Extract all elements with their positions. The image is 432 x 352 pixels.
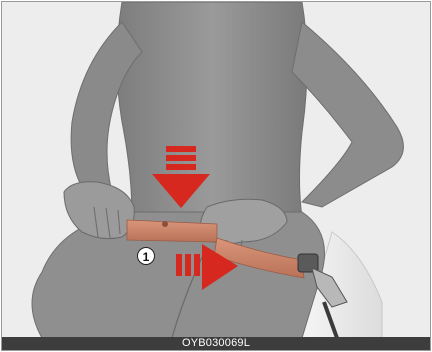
seatbelt-illustration — [2, 2, 430, 338]
callout-number: 1 — [137, 247, 155, 265]
figure-caption: OYB030069L — [2, 337, 430, 350]
